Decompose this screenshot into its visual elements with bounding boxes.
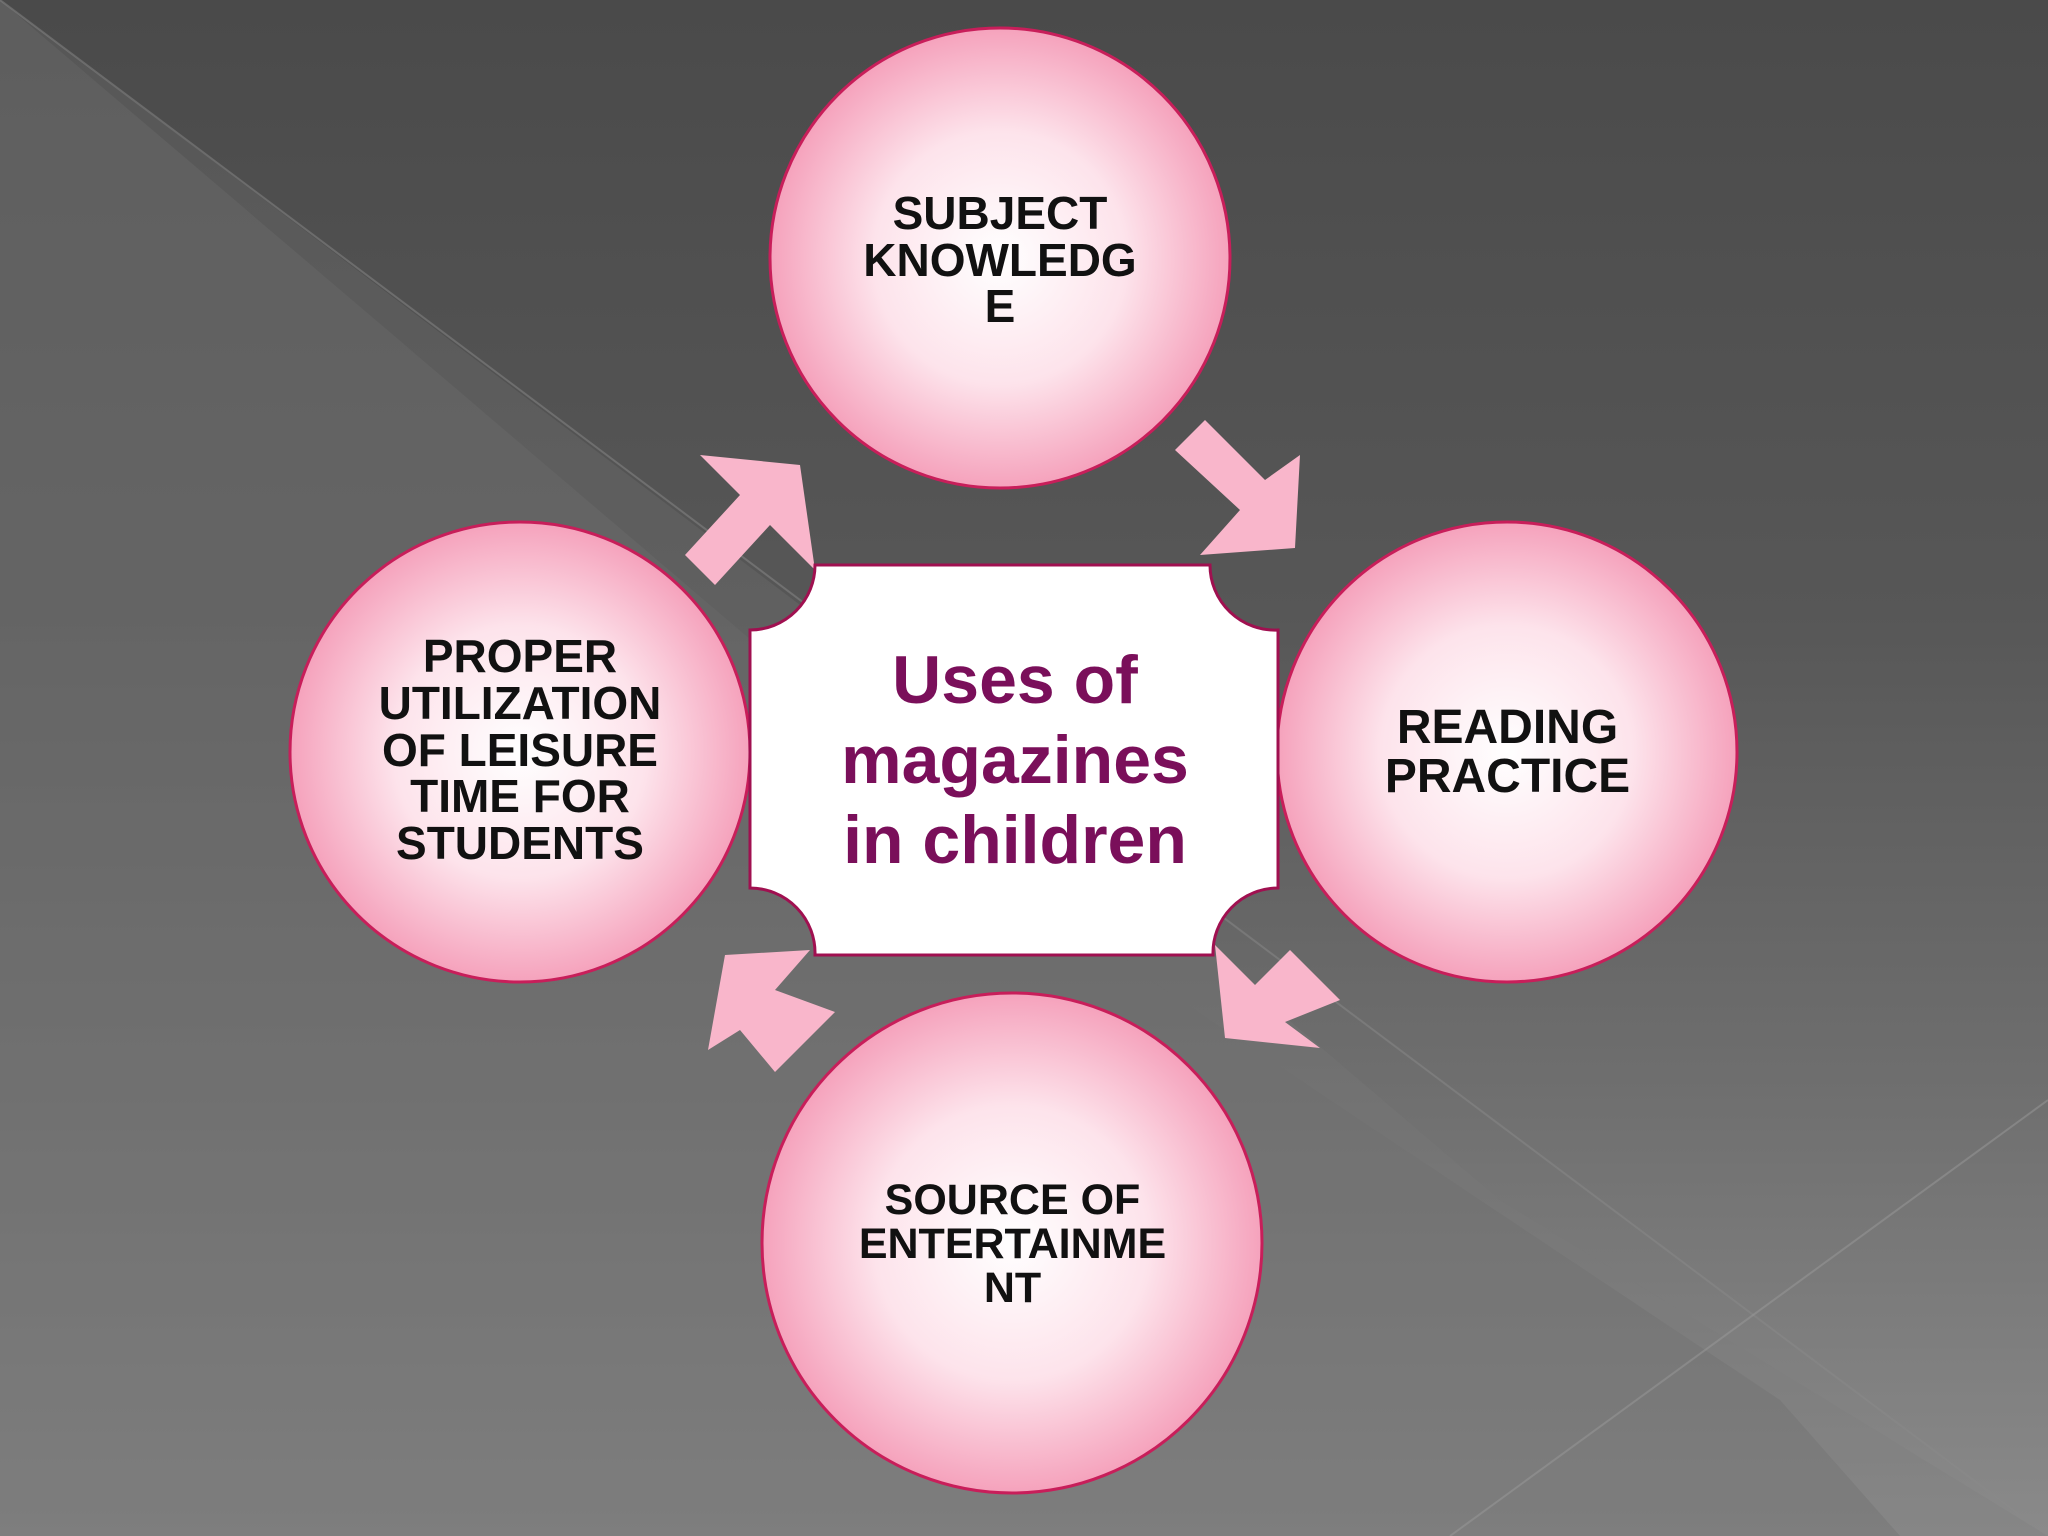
circle-top bbox=[768, 26, 1232, 490]
background-panel-left bbox=[0, 0, 1900, 1536]
circle-bottom bbox=[760, 991, 1264, 1495]
node-label-right: READING PRACTICE bbox=[1384, 700, 1631, 803]
arrow-top-to-right bbox=[1175, 420, 1300, 555]
background-diagonal-line-2 bbox=[1449, 1099, 2048, 1536]
node-label-bottom: SOURCE OF ENTERTAINME NT bbox=[858, 1176, 1167, 1312]
arrow-bottom-to-left bbox=[708, 950, 835, 1072]
center-box bbox=[748, 563, 1280, 957]
node-label-left: PROPER UTILIZATION OF LEISURE TIME FOR S… bbox=[378, 629, 662, 870]
arrow-right-to-bottom bbox=[1215, 945, 1340, 1048]
node-label-top: SUBJECT KNOWLEDG E bbox=[863, 186, 1137, 333]
center-title: Uses of magazines in children bbox=[841, 642, 1189, 878]
arrow-left-to-top bbox=[685, 455, 815, 585]
